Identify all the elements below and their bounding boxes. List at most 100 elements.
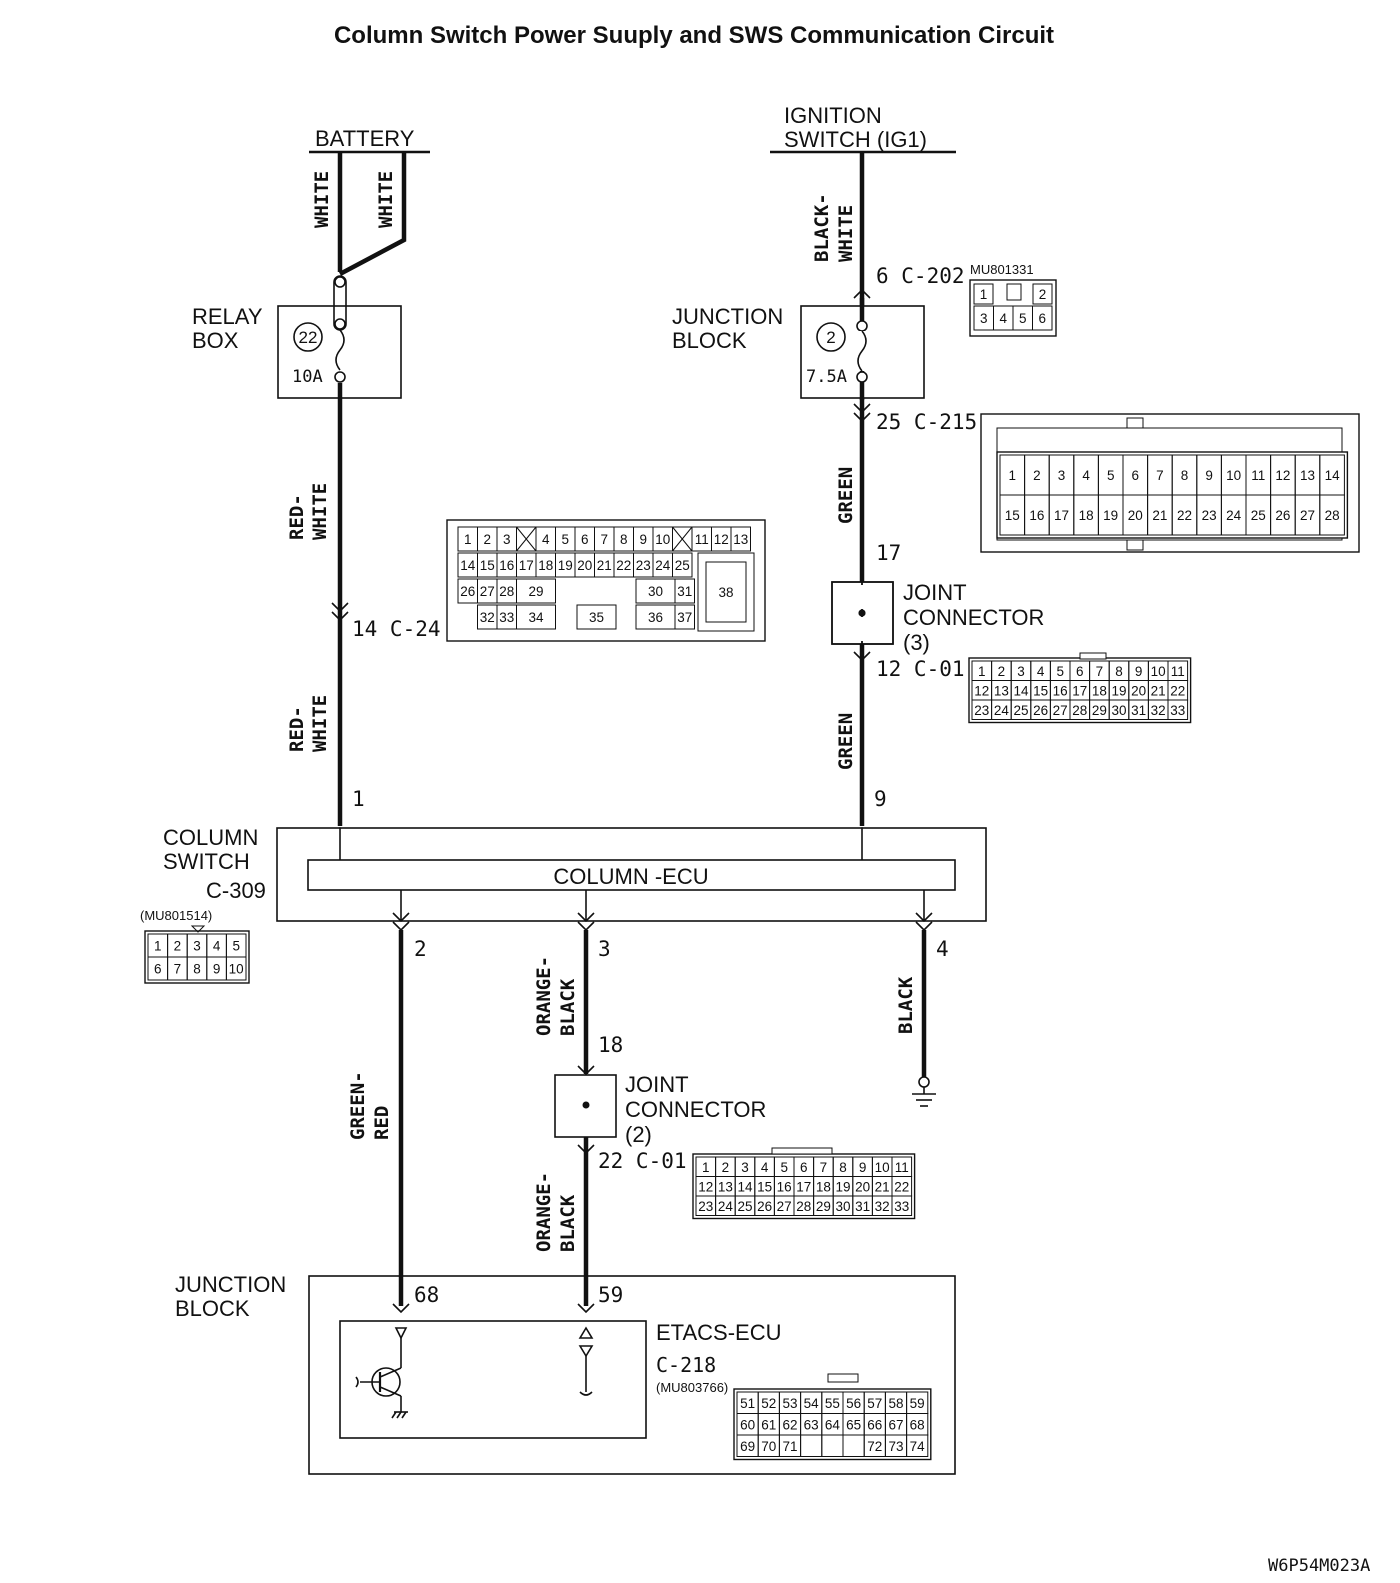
column-ecu-label: COLUMN -ECU: [553, 864, 708, 889]
connector-pin: 52: [761, 1396, 776, 1411]
connector-pin: 4: [999, 311, 1007, 326]
connector-pin: 30: [835, 1199, 850, 1214]
connector-pin: 2: [483, 532, 491, 547]
connector-pin: 57: [867, 1396, 882, 1411]
fuse-terminal: [856, 320, 868, 332]
connector-pin: 21: [1151, 683, 1166, 698]
connector-pin: 26: [757, 1199, 772, 1214]
splice-dot: [858, 609, 866, 617]
connector-pin: 1: [154, 939, 162, 954]
connector-pin: 24: [655, 558, 671, 573]
connector-cell: [1032, 305, 1053, 331]
connector-pin: 3: [741, 1160, 749, 1175]
connector-pin: 17: [796, 1179, 811, 1194]
jb-bottom-label-2: BLOCK: [175, 1296, 250, 1321]
connector-pin: 33: [499, 610, 514, 625]
pin-col-2: 2: [414, 937, 427, 961]
pin-jc2-out: 22 C-01: [598, 1149, 687, 1173]
column-switch-label-2: SWITCH: [163, 849, 250, 874]
connector-pin: 1: [1009, 468, 1017, 483]
jc3-label-1: JOINT: [903, 580, 967, 605]
connector-cell: [1319, 494, 1345, 536]
connector-pin: 23: [698, 1199, 713, 1214]
connector-pin: 61: [761, 1417, 776, 1432]
connector-cell-large: [697, 552, 755, 632]
connector-pin: 66: [867, 1417, 882, 1432]
pin-col-1: 1: [352, 787, 365, 811]
connector-pin: 19: [1103, 508, 1118, 523]
connector-pin: 25: [675, 558, 690, 573]
connector-pin: 29: [1092, 703, 1107, 718]
connector-pin: 33: [1170, 703, 1185, 718]
connector-pin: 54: [804, 1396, 820, 1411]
pin-59-arrow: [577, 1303, 595, 1314]
connector-pin: 1: [980, 287, 988, 302]
connector-pin: 26: [1275, 508, 1290, 523]
connector-pin: 17: [519, 558, 534, 573]
connector-pin: 11: [1171, 664, 1185, 679]
connector-pin: 5: [232, 939, 240, 954]
connector-pin: 72: [867, 1439, 882, 1454]
connector-pin: 35: [589, 610, 604, 625]
jc3-frame: [831, 581, 894, 645]
connector-pin: 2: [1033, 468, 1041, 483]
connector-pin: 15: [480, 558, 495, 573]
pin-c202: 6 C-202: [876, 264, 965, 288]
connector-pin: 7: [1156, 468, 1164, 483]
connector-pin: 12: [1275, 468, 1290, 483]
connector-cell: [576, 604, 617, 630]
connector-pin: 19: [558, 558, 573, 573]
connector-pin: 30: [648, 584, 663, 599]
connector-pin: 14: [737, 1179, 753, 1194]
connector-pin: 8: [1181, 468, 1189, 483]
connector-pin: 11: [695, 532, 709, 547]
connector-pin: 22: [894, 1179, 909, 1194]
column-ecu-box: [307, 859, 956, 891]
connector-pin: 10: [655, 532, 670, 547]
pin-jc3-in: 17: [876, 541, 901, 565]
connector-pin: 28: [1072, 703, 1087, 718]
wire-color-black-white-2: WHITE: [835, 205, 857, 262]
battery-wire-2: [338, 152, 407, 276]
connector-pin: 17: [1054, 508, 1069, 523]
connector-pin: 13: [733, 532, 748, 547]
connector-pin: 7: [600, 532, 608, 547]
connector-pin: 1: [464, 532, 472, 547]
connector-pin: 7: [820, 1160, 828, 1175]
jc3-gap: [857, 585, 867, 609]
connector-pin: 11: [895, 1160, 909, 1175]
connector-cell: [891, 1195, 913, 1216]
wire-color-red-white-a1: RED-: [286, 494, 308, 540]
fuse-number: 22: [299, 328, 318, 347]
connector-pin: 9: [1135, 664, 1143, 679]
connector-pin: 24: [1226, 508, 1242, 523]
fuse-number-badge: [293, 322, 323, 352]
connector-pin: 10: [875, 1160, 890, 1175]
connector-pin: 10: [1151, 664, 1166, 679]
connector-pin: 16: [1029, 508, 1044, 523]
fuse-terminal: [334, 276, 346, 288]
connector-pin: 58: [888, 1396, 903, 1411]
connector-pin: 1: [702, 1160, 710, 1175]
connector-pin: 29: [528, 584, 543, 599]
connector-pin: 20: [1128, 508, 1143, 523]
jc2-label-2: CONNECTOR: [625, 1097, 766, 1122]
wire-color-green-a: GREEN: [835, 467, 857, 524]
connector-pin: 6: [154, 962, 162, 977]
connector-pin: 2: [1039, 287, 1047, 302]
connector-pin: 8: [839, 1160, 847, 1175]
transistor-icon: [355, 1327, 408, 1419]
wire-color-orange-black-b1: ORANGE-: [533, 1172, 555, 1252]
connector-pin: 19: [835, 1179, 850, 1194]
connector-pin: 4: [761, 1160, 769, 1175]
connector-pin: 60: [740, 1417, 755, 1432]
jc3-label-3: (3): [903, 630, 930, 655]
connector-pin: 20: [855, 1179, 870, 1194]
fuse-terminal: [334, 371, 346, 383]
fuse-icon: [335, 329, 345, 371]
connector-key: [1126, 539, 1144, 551]
connector-pin: 29: [816, 1199, 831, 1214]
